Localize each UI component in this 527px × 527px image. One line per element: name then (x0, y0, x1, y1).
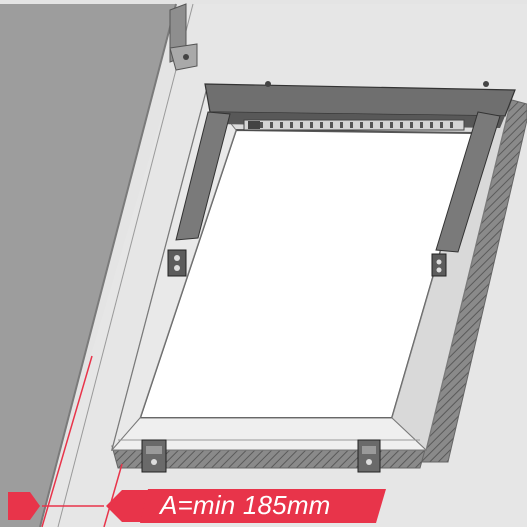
arrow-right-icon (106, 490, 150, 522)
arrow-left-icon (8, 492, 40, 520)
mounting-bracket-top (169, 3, 198, 71)
bottom-bracket-left (141, 439, 167, 473)
dimension-label: A=min 185mm (160, 489, 331, 520)
rafter-edge-2 (57, 3, 194, 527)
dimension-arrows (8, 490, 150, 522)
vent-strip (243, 119, 465, 131)
hinge-bracket-right (431, 253, 447, 277)
side-rail-left (175, 111, 231, 241)
bottom-bracket-right (357, 439, 381, 473)
hinge-bracket-left (167, 249, 187, 277)
top-header (204, 81, 516, 131)
vent-slots (260, 122, 453, 128)
frame-bottom-sill (110, 417, 428, 451)
side-rail-right (435, 111, 501, 253)
wall-rafter (0, 4, 176, 527)
dimension-reference-lines (41, 355, 123, 527)
dimension-label-box (140, 489, 386, 523)
rafter-edge (39, 3, 177, 527)
